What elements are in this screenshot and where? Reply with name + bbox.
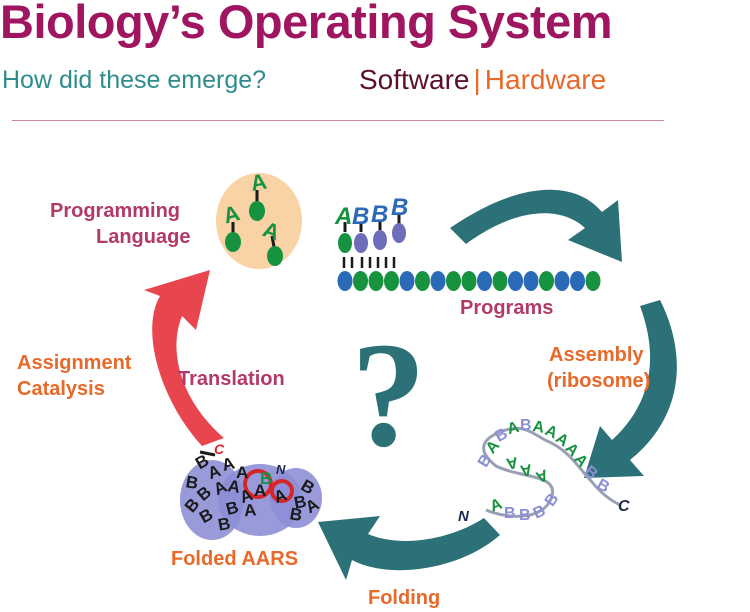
label-assignment-catalysis: Assignment Catalysis <box>17 350 131 402</box>
aars-letter: A <box>226 476 241 497</box>
label-line: (ribosome) <box>547 370 651 392</box>
header-divider <box>12 120 664 121</box>
label-line: Catalysis <box>17 378 105 400</box>
active-site-ring <box>243 469 273 499</box>
language-amino-acids <box>225 190 283 266</box>
chain-letter: B <box>594 476 613 497</box>
aars-letter: A <box>243 500 257 520</box>
hardware-label: Hardware <box>484 64 607 95</box>
chain-letter: A <box>505 419 521 439</box>
program-codon-bars <box>342 257 396 268</box>
label-line: Language <box>96 226 191 248</box>
programs-strand <box>337 271 601 291</box>
program-top-letter: B <box>371 201 388 228</box>
program-bead <box>554 271 570 291</box>
program-bead <box>353 271 368 291</box>
aars-n-terminus: N <box>276 462 286 477</box>
program-bead <box>415 271 430 291</box>
chain-letter: A <box>518 460 533 479</box>
aars-letter: A <box>220 453 237 475</box>
program-bead <box>585 271 601 291</box>
program-bead <box>492 271 508 291</box>
program-bead <box>508 271 523 291</box>
chain-letter: B <box>520 417 532 434</box>
aars-letter: A <box>237 485 255 507</box>
program-bead <box>570 271 585 291</box>
software-hardware-heading: Software|Hardware <box>359 64 606 96</box>
aars-letter: B <box>288 504 303 525</box>
aars-letter: B <box>293 492 308 513</box>
chain-letter: B <box>519 507 531 524</box>
label-line: Assignment <box>17 352 132 374</box>
label-folded-aars: Folded AARS <box>171 548 299 570</box>
chain-c-terminus: C <box>618 498 630 515</box>
label-programs: Programs <box>460 297 554 319</box>
program-bead <box>337 271 353 291</box>
label-programming-language: Programming Language <box>50 198 190 250</box>
arrow-folding-to-aars <box>318 516 500 580</box>
program-bead <box>384 271 399 291</box>
label-line: Assembly <box>549 344 644 366</box>
label-folding: Folding <box>368 587 441 609</box>
program-bead <box>430 271 446 291</box>
chain-letter: B <box>504 505 516 522</box>
program-bead <box>539 271 554 291</box>
subtitle: How did these emerge? <box>2 66 267 94</box>
program-bead <box>399 271 415 291</box>
chain-letter: A <box>531 418 546 437</box>
program-bead <box>446 271 461 291</box>
program-top-letter: B <box>391 194 408 221</box>
aars-letter: A <box>205 461 223 483</box>
chain-letter: A <box>533 466 550 486</box>
aars-letter: B <box>217 514 232 535</box>
arrow-translation-to-language <box>144 270 224 446</box>
language-letter: A <box>249 168 269 195</box>
peptide-chain <box>482 426 621 518</box>
program-top-letter: A <box>334 203 352 230</box>
arrow-programs-to-assembly <box>450 189 622 262</box>
page-title: Biology’s Operating System <box>0 0 613 48</box>
program-bead <box>523 271 539 291</box>
folded-aars <box>180 450 322 540</box>
language-letter: A <box>221 200 243 228</box>
aars-letter: A <box>271 485 289 507</box>
question-mark: ? <box>351 312 426 478</box>
chain-letter: A <box>504 453 519 472</box>
aars-letter: B <box>184 472 199 493</box>
aars-letter: A <box>236 463 248 482</box>
aars-c-terminus: C <box>214 441 225 457</box>
label-assembly: Assembly (ribosome) <box>547 342 650 394</box>
program-top-letter: B <box>352 203 369 230</box>
chain-n-terminus: N <box>458 508 470 525</box>
aars-letter: A <box>254 481 266 500</box>
program-bead <box>477 271 492 291</box>
aars-letter: B <box>224 497 241 519</box>
label-translation: Translation <box>178 368 285 390</box>
label-line: Programming <box>50 200 181 222</box>
aars-letter: B <box>260 469 272 488</box>
heading-separator: | <box>473 64 481 95</box>
program-anticodon-beads <box>338 215 406 253</box>
program-bead <box>368 271 384 291</box>
software-label: Software <box>359 64 470 95</box>
program-bead <box>461 271 477 291</box>
active-site-ring <box>270 479 294 503</box>
arrow-assembly-to-chain <box>584 300 677 478</box>
